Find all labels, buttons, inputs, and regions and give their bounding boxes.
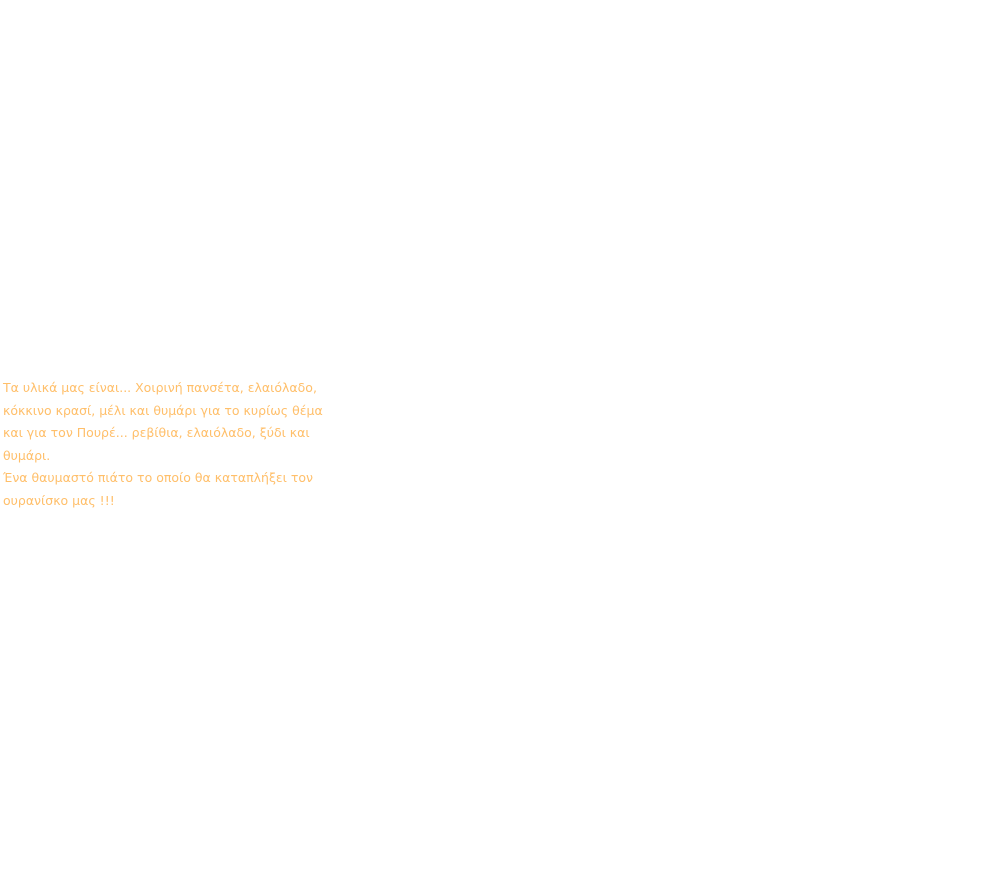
ingredients-paragraph: Τα υλικά μας είναι... Χοιρινή πανσέτα, ε…	[3, 380, 323, 463]
closing-paragraph: Ένα θαυμαστό πιάτο το οποίο θα καταπλήξε…	[3, 470, 314, 508]
recipe-description: Τα υλικά μας είναι... Χοιρινή πανσέτα, ε…	[3, 377, 333, 512]
